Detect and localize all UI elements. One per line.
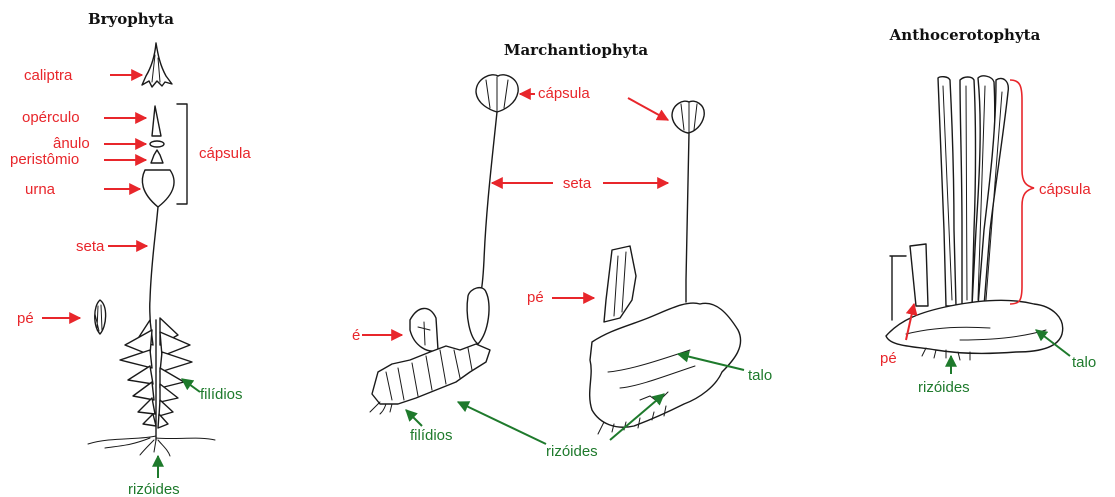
label-filidios-bryophyta: filídios — [200, 386, 243, 403]
label-anulo: ânulo — [53, 135, 90, 152]
label-filidios-marchantiophyta: filídios — [410, 427, 453, 444]
label-rizoides-anthocerotophyta: rizóides — [918, 379, 970, 396]
label-urna: urna — [25, 181, 56, 198]
label-capsula-bryophyta: cápsula — [199, 145, 251, 162]
caliptra-drawing — [142, 43, 172, 87]
capsula-brace — [1010, 80, 1034, 304]
label-talo-anthocerotophyta: talo — [1072, 354, 1096, 371]
label-pe-right-marchantiophyta: pé — [527, 289, 544, 306]
label-pe-bryophyta: pé — [17, 310, 34, 327]
panel-title-marchantiophyta: Marchantiophyta — [504, 41, 649, 59]
label-peristomio: peristômio — [10, 151, 79, 168]
label-seta-bryophyta: seta — [76, 238, 105, 255]
panel-bryophyta: Bryophyta — [10, 10, 251, 497]
arrow-rizoides-left — [458, 402, 546, 444]
label-pe-left-marchantiophyta: é — [352, 327, 360, 344]
gametophyte-drawing — [88, 318, 215, 456]
anthocerotophyta-plant — [886, 76, 1063, 360]
label-rizoides-bryophyta: rizóides — [128, 481, 180, 497]
label-rizoides-marchantiophyta: rizóides — [546, 443, 598, 460]
marchantiophyta-left-plant — [370, 75, 518, 414]
panel-anthocerotophyta: Anthocerotophyta cápsula pé rizóides tal… — [880, 26, 1096, 396]
label-seta-marchantiophyta: seta — [563, 175, 592, 192]
arrow-filidios-bryophyta — [182, 379, 200, 392]
panel-title-anthocerotophyta: Anthocerotophyta — [889, 26, 1041, 44]
label-pe-anthocerotophyta: pé — [880, 350, 897, 367]
label-operculo: opérculo — [22, 109, 80, 126]
label-talo-marchantiophyta: talo — [748, 367, 772, 384]
arrow-filidios-marchantiophyta — [406, 410, 422, 426]
pe-drawing — [95, 300, 106, 334]
capsula-bracket — [177, 104, 187, 204]
capsule-parts-drawing — [142, 106, 174, 207]
marchantiophyta-right-plant — [590, 101, 741, 434]
panel-marchantiophyta: Marchantiophyta — [352, 41, 772, 460]
label-capsula-marchantiophyta: cápsula — [538, 85, 590, 102]
label-capsula-anthocerotophyta: cápsula — [1039, 181, 1091, 198]
arrow-capsula-right — [628, 98, 668, 120]
seta-stalk — [150, 207, 158, 330]
panel-title-bryophyta: Bryophyta — [88, 10, 174, 28]
label-caliptra: caliptra — [24, 67, 73, 84]
